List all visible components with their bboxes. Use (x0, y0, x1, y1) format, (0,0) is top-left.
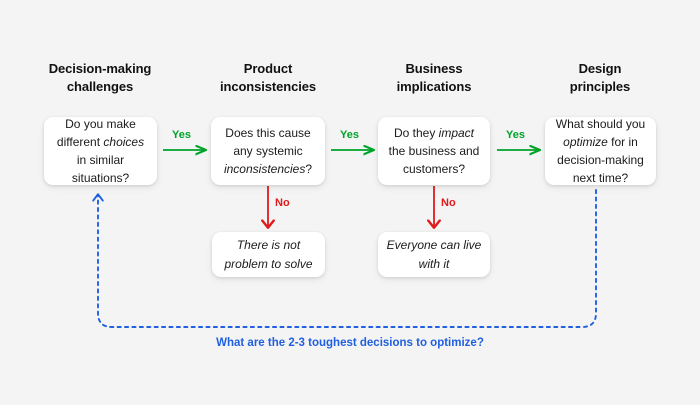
edge-label-yes-3: Yes (506, 129, 525, 141)
edge-label-yes-1: Yes (172, 129, 191, 141)
edge-label-yes-2: Yes (340, 129, 359, 141)
column-heading-line1: Product (243, 61, 293, 76)
edge-label-no-2: No (441, 197, 456, 209)
column-heading-business-implications: Business implications (358, 60, 510, 97)
edge-label-no-1: No (275, 197, 290, 209)
column-heading-line2: inconsistencies (219, 79, 317, 95)
column-heading-line2: implications (396, 79, 472, 95)
column-heading-product-inconsistencies: Product inconsistencies (192, 60, 344, 97)
column-heading-line1: Business (405, 61, 463, 76)
column-heading-line2: challenges (66, 79, 134, 95)
column-heading-line1: Design (578, 61, 622, 76)
feedback-loop-arrowhead (92, 193, 104, 202)
feedback-loop-caption: What are the 2-3 toughest decisions to o… (216, 337, 484, 349)
feedback-loop-path (97, 189, 597, 328)
column-heading-design-principles: Design principles (524, 60, 676, 97)
column-heading-decision-making-challenges: Decision-making challenges (24, 60, 176, 97)
column-heading-line1: Decision-making (48, 61, 152, 76)
column-heading-line2: principles (569, 79, 631, 95)
